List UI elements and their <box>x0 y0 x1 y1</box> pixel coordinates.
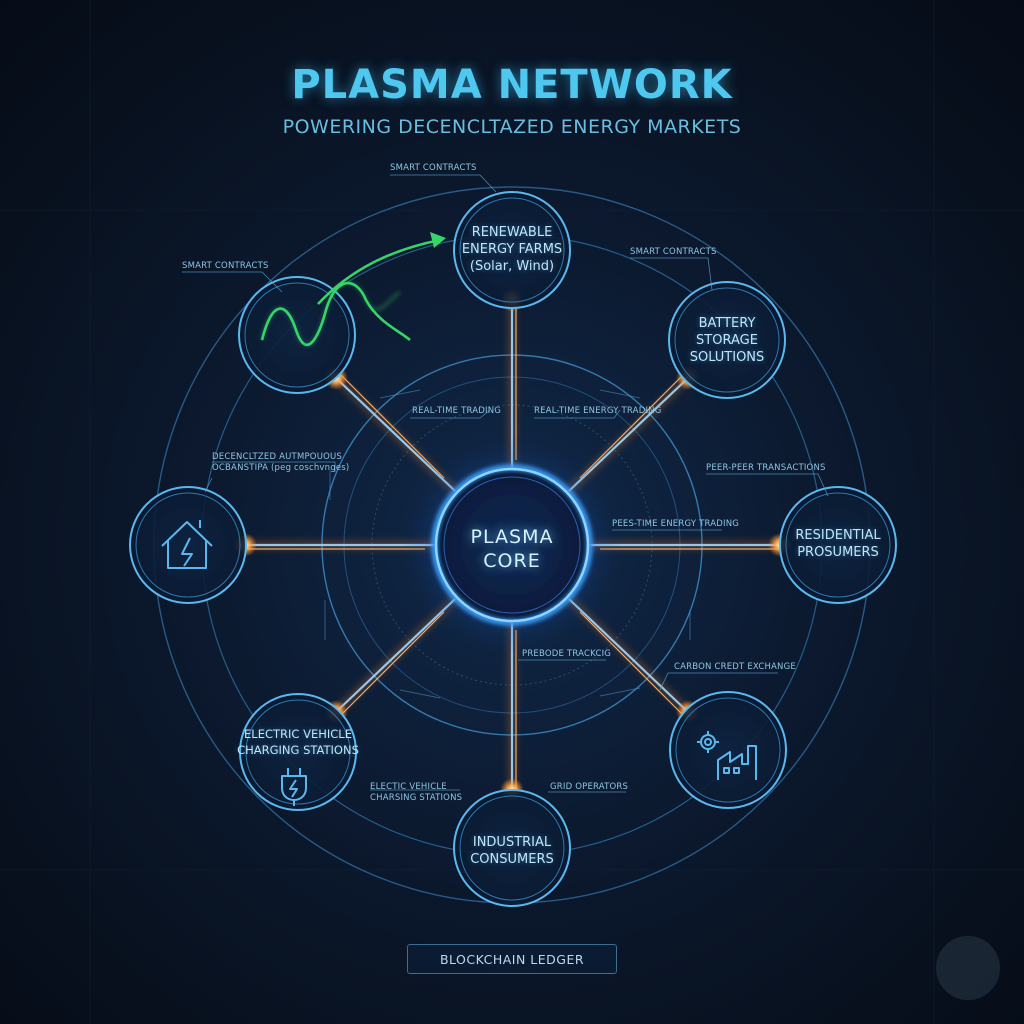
node-renewable-energy-farms[interactable] <box>453 191 571 309</box>
annotation-carbon-credit-exchange: CARBON CREDT EXCHANGE <box>674 662 796 672</box>
plug-bolt-icon <box>281 768 307 806</box>
annotation-smart-contracts-right: SMART CONTRACTS <box>630 247 717 257</box>
factory-gear-icon <box>697 731 757 780</box>
node-home[interactable] <box>129 486 247 604</box>
plasma-core-label: PLASMA CORE <box>470 526 554 572</box>
annotation-ev-charging: ELECTIC VEHICLE CHARSING STATIONS <box>370 782 463 803</box>
node-label-industrial: INDUSTRIAL CONSUMERS <box>470 835 554 867</box>
node-residential-prosumers[interactable] <box>779 486 897 604</box>
page-title: PLASMA NETWORK <box>291 62 733 108</box>
wave-chart-icon <box>260 232 446 347</box>
node-label-battery: BATTERY STORAGE SOLUTIONS <box>689 316 765 365</box>
annotation-pees-time-energy-trading: PEES-TIME ENERGY TRADING <box>612 519 740 529</box>
node-ev-charging[interactable] <box>239 693 357 811</box>
node-label-renewable: RENEWABLE ENERGY FARMS (Solar, Wind) <box>461 225 563 274</box>
annotation-real-time-trading: REAL-TIME TRADING <box>412 406 502 416</box>
ring-ticks <box>324 389 691 699</box>
annotation-peer-peer-transactions: PEER-PEER TRANSACTIONS <box>706 463 826 473</box>
network-nodes <box>129 191 897 907</box>
node-label-ev: ELECTRIC VEHICLE CHARGING STATIONS <box>237 727 359 757</box>
annotation-real-time-energy-trading: REAL-TIME ENERGY TRADING <box>534 406 662 416</box>
blockchain-ledger-button[interactable]: BLOCKCHAIN LEDGER <box>407 944 617 974</box>
corner-disc <box>936 936 1000 1000</box>
annotation-decentralized: DECENCLTZED AUTMPOUOUS OCBANSTIPA (peg c… <box>212 452 350 473</box>
house-bolt-icon <box>161 520 213 569</box>
node-battery-storage[interactable] <box>668 281 786 399</box>
annotation-prebode-tracking: PREBODE TRACKCIG <box>522 649 612 659</box>
annotation-smart-contracts-left: SMART CONTRACTS <box>182 261 269 271</box>
annotation-grid-operators: GRID OPERATORS <box>550 782 629 792</box>
node-factory[interactable] <box>669 691 787 809</box>
node-industrial-consumers[interactable] <box>453 789 571 907</box>
plasma-core[interactable] <box>402 435 622 655</box>
node-label-residential: RESIDENTIAL PROSUMERS <box>795 528 881 560</box>
annotation-smart-contracts-top: SMART CONTRACTS <box>390 163 477 173</box>
annotation-leaders <box>182 174 829 793</box>
page-subtitle: POWERING DECENCLTAZED ENERGY MARKETS <box>282 116 742 138</box>
